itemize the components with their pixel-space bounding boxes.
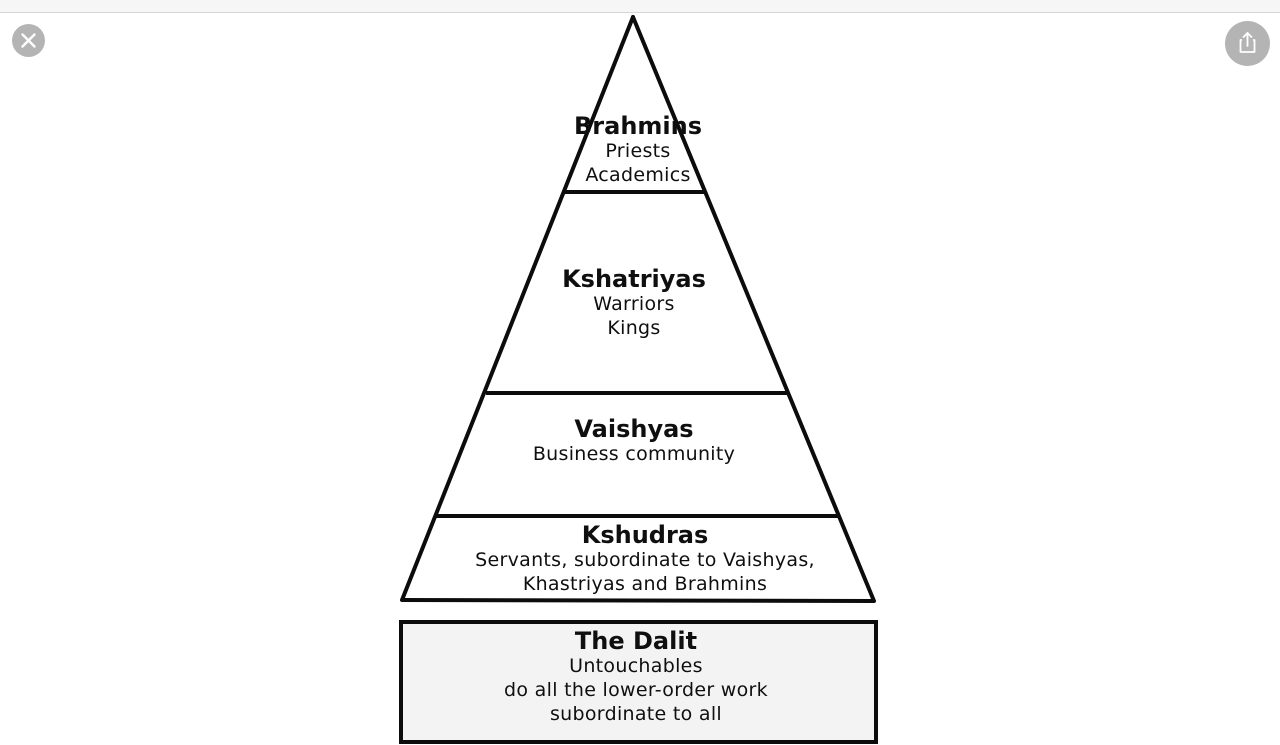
pyramid-left-edge [400,15,635,602]
tier-kshudras-title: Kshudras [581,521,709,549]
tier-vaishyas-title: Vaishyas [574,415,694,443]
tier-dalit-line: do all the lower-order work [504,679,768,701]
tier-kshudras: Kshudras Servants, subordinate to Vaishy… [475,522,815,596]
tier-brahmins-title: Brahmins [573,112,703,140]
tier-vaishyas-line: Business community [532,443,736,465]
tier-kshatriyas-line: Warriors [593,293,675,315]
tier-brahmins-line: Priests [605,140,671,162]
tier-kshudras-line: Servants, subordinate to Vaishyas, [475,549,815,571]
tier-kshatriyas: Kshatriyas Warriors Kings [562,266,706,340]
tier-kshatriyas-line: Kings [607,317,661,339]
pyramid-base [401,598,875,603]
tier-brahmins: Brahmins Priests Academics [574,113,702,187]
tier-kshudras-line: Khastriyas and Brahmins [522,573,768,595]
tier-vaishyas: Vaishyas Business community [533,416,735,466]
dalit-box [399,620,878,744]
close-icon [21,33,36,48]
tier-dalit: The Dalit Untouchables do all the lower-… [504,628,768,726]
share-icon [1239,32,1256,53]
close-button[interactable] [12,24,45,57]
tier-dalit-title: The Dalit [574,627,698,655]
tier-dalit-line: Untouchables [569,655,703,677]
share-button[interactable] [1225,21,1270,66]
viewer-top-bar [0,0,1280,13]
tier-kshatriyas-title: Kshatriyas [562,265,706,293]
tier-brahmins-line: Academics [585,164,691,186]
pyramid-right-edge [631,15,876,603]
tier-dalit-line: subordinate to all [549,703,723,725]
